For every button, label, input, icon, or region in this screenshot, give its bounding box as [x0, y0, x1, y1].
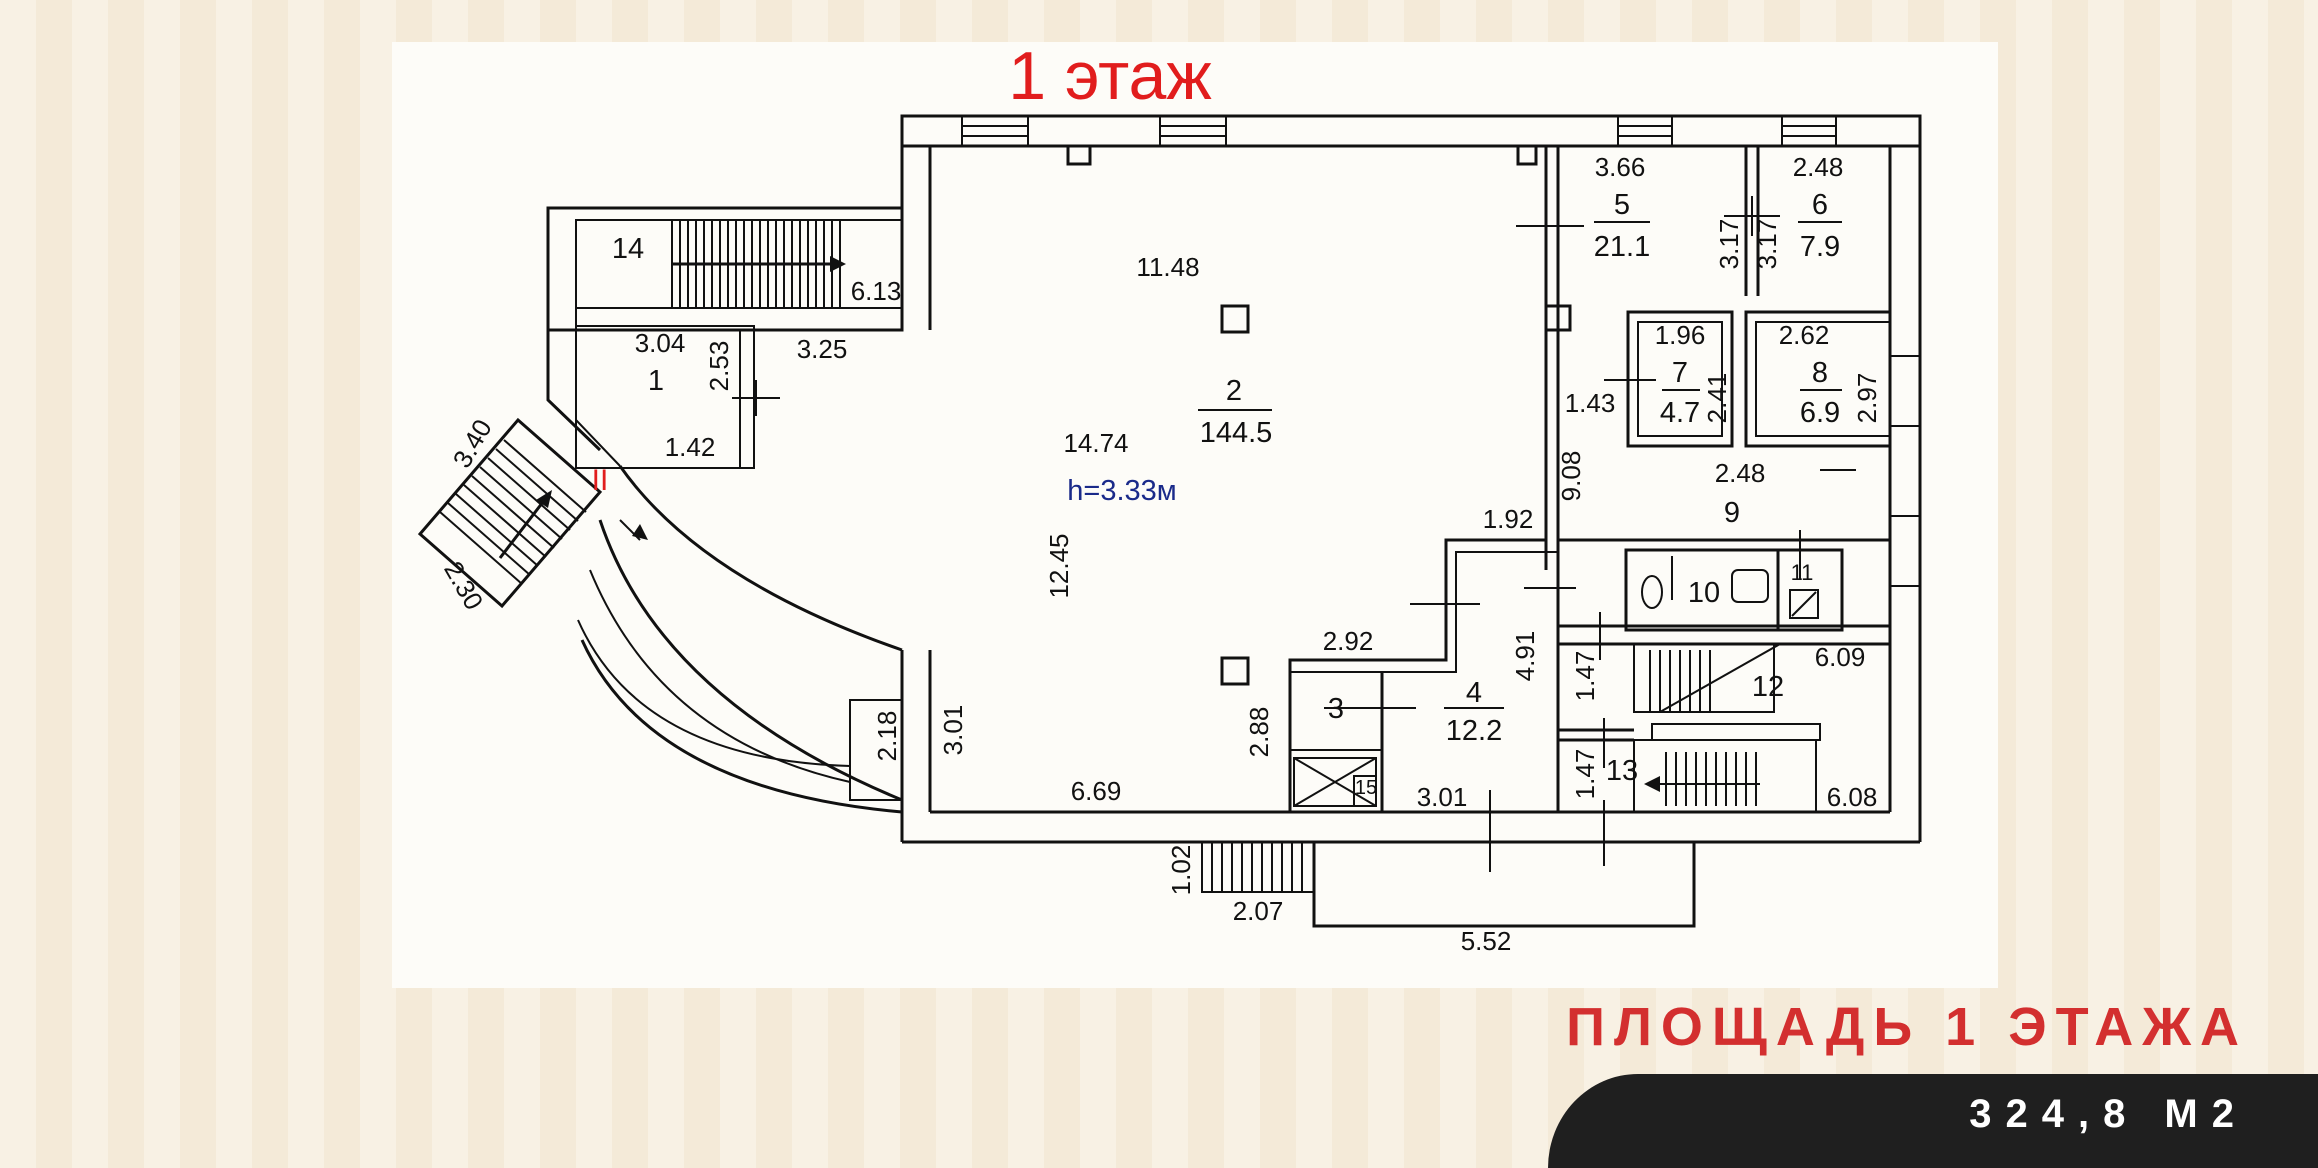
room-2-area: 144.5 — [1200, 417, 1273, 449]
dim-2-18: 2.18 — [872, 711, 902, 762]
dim-9-08: 9.08 — [1556, 451, 1586, 502]
curved-ramp — [577, 465, 903, 814]
dim-2-48-top: 2.48 — [1793, 152, 1844, 182]
room-4-area: 12.2 — [1446, 715, 1502, 747]
room-10-number: 10 — [1688, 577, 1720, 609]
floor-title: 1 этаж — [1008, 38, 1212, 114]
dim-6-13: 6.13 — [851, 276, 902, 306]
floor-plan-sheet — [392, 42, 1998, 988]
room-3-number: 3 — [1328, 693, 1344, 725]
interior-partitions — [1288, 146, 1892, 813]
dim-2-30: 2.30 — [438, 556, 489, 615]
room-5-number: 5 — [1614, 189, 1630, 221]
dimension-labels: 11.48 14.74 12.45 6.13 3.04 3.25 2.53 1.… — [438, 152, 1882, 956]
room-2-number: 2 — [1226, 375, 1242, 407]
room-6-number: 6 — [1812, 189, 1828, 221]
dim-2-53: 2.53 — [704, 341, 734, 392]
dim-5-52: 5.52 — [1461, 926, 1512, 956]
dim-3-25: 3.25 — [797, 334, 848, 364]
dim-2-07: 2.07 — [1233, 896, 1284, 926]
dim-1-92: 1.92 — [1483, 504, 1534, 534]
room-13-number: 13 — [1606, 755, 1638, 787]
dim-11-48: 11.48 — [1136, 252, 1199, 282]
room-1-number: 1 — [648, 365, 664, 397]
dim-1-42: 1.42 — [665, 432, 716, 462]
room-11-number: 11 — [1791, 560, 1814, 585]
room-12-number: 12 — [1752, 671, 1784, 703]
dim-1-47-b: 1.47 — [1570, 749, 1600, 800]
dim-14-74: 14.74 — [1063, 428, 1128, 458]
room-7-area: 4.7 — [1660, 397, 1700, 429]
dim-1-43: 1.43 — [1565, 388, 1616, 418]
south-porch — [1201, 840, 1696, 928]
room-5-area: 21.1 — [1594, 231, 1650, 263]
entrance-mark: II — [592, 464, 609, 497]
windows — [961, 115, 1921, 587]
dim-2-41: 2.41 — [1702, 373, 1732, 424]
exterior-stair — [417, 417, 603, 609]
dim-2-92: 2.92 — [1323, 626, 1374, 656]
dim-3-01-south: 3.01 — [1417, 782, 1468, 812]
dim-3-01-west: 3.01 — [938, 705, 968, 756]
dim-2-62: 2.62 — [1779, 320, 1830, 350]
door-markers — [732, 196, 1856, 872]
dim-3-66: 3.66 — [1595, 152, 1646, 182]
dim-6-09: 6.09 — [1815, 642, 1866, 672]
room-9-number: 9 — [1724, 497, 1740, 529]
room-14-number: 14 — [612, 233, 644, 265]
room-15-number: 15 — [1355, 777, 1377, 799]
dim-2-48-corridor: 2.48 — [1715, 458, 1766, 488]
dim-1-47-a: 1.47 — [1570, 651, 1600, 702]
room-7-number: 7 — [1672, 357, 1688, 389]
room-8-number: 8 — [1812, 357, 1828, 389]
dim-3-40: 3.40 — [447, 414, 498, 473]
area-value: 324,8 М2 — [1969, 1092, 2248, 1136]
room-6-area: 7.9 — [1800, 231, 1840, 263]
stair-14 — [546, 206, 904, 332]
vestibule-1 — [546, 208, 902, 469]
dim-6-08: 6.08 — [1827, 782, 1878, 812]
dim-2-97: 2.97 — [1852, 373, 1882, 424]
room-2-height: h=3.33м — [1067, 475, 1176, 507]
area-band: 324,8 М2 — [1548, 1074, 2318, 1168]
dim-12-45: 12.45 — [1044, 533, 1074, 598]
dim-3-17-a: 3.17 — [1714, 219, 1744, 270]
columns — [1066, 144, 1572, 686]
room-8-area: 6.9 — [1800, 397, 1840, 429]
area-heading: ПЛОЩАДЬ 1 ЭТАЖА — [1566, 997, 2248, 1057]
room-4-number: 4 — [1466, 677, 1482, 709]
dim-3-17-b: 3.17 — [1752, 219, 1782, 270]
dim-6-69: 6.69 — [1071, 776, 1122, 806]
dim-1-02: 1.02 — [1166, 845, 1196, 896]
room-labels: 14 1 2 144.5 h=3.33м 3 4 12.2 15 5 21.1 … — [592, 189, 1842, 799]
dim-2-88: 2.88 — [1244, 707, 1274, 758]
dim-3-04: 3.04 — [635, 328, 686, 358]
dim-4-91: 4.91 — [1510, 631, 1540, 682]
dim-1-96: 1.96 — [1655, 320, 1706, 350]
